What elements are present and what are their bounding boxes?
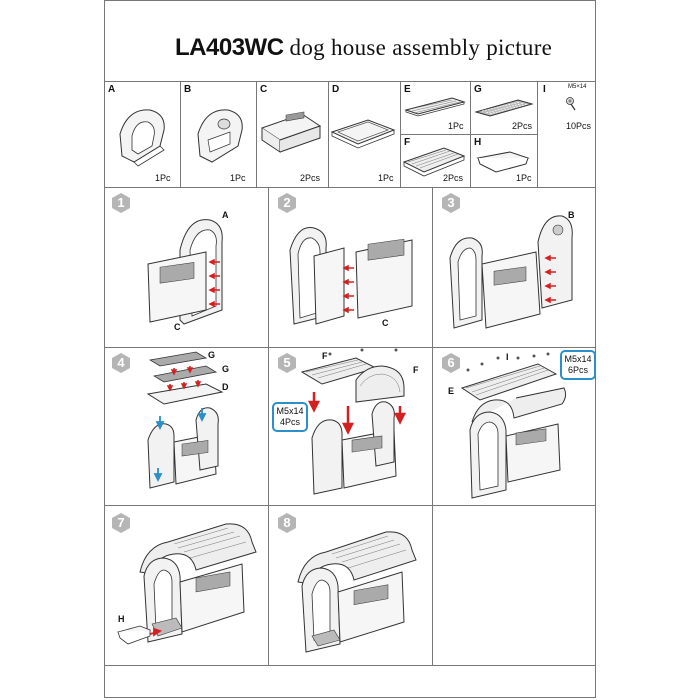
step-badge-2 bbox=[278, 193, 296, 213]
part-c-letter: C bbox=[260, 84, 268, 95]
model-number: LA403WC bbox=[175, 34, 284, 61]
title-description: dog house assembly picture bbox=[289, 35, 553, 60]
step-number-4: 4 bbox=[117, 355, 125, 370]
step-6-callout-spec: M5x14 bbox=[564, 354, 592, 364]
grid-line bbox=[470, 81, 471, 187]
step-number-1: 1 bbox=[117, 195, 125, 210]
step-6-screw-callout: M5x14 6Pcs bbox=[560, 350, 596, 380]
part-a-front-panel-drawing bbox=[119, 109, 165, 167]
step-badge-3 bbox=[442, 193, 460, 213]
step-number-5: 5 bbox=[283, 355, 291, 370]
part-c-qty: 2Pcs bbox=[300, 173, 321, 183]
step-number-2: 2 bbox=[283, 195, 291, 210]
part-b-letter: B bbox=[184, 84, 192, 95]
step-number-6: 6 bbox=[447, 355, 455, 370]
part-d-floor-drawing bbox=[330, 119, 396, 149]
step-5-callout-qty: 4Pcs bbox=[279, 417, 300, 427]
part-d-qty: 1Pc bbox=[378, 173, 394, 183]
grid-line bbox=[400, 81, 401, 187]
grid-line bbox=[104, 505, 596, 506]
part-h-letter: H bbox=[474, 137, 482, 148]
part-d-letter: D bbox=[332, 84, 340, 95]
part-e-roof-ridge-drawing bbox=[404, 97, 466, 117]
part-i-spec: M5×14 bbox=[568, 84, 587, 90]
step-number-7: 7 bbox=[117, 515, 125, 530]
grid-line bbox=[104, 347, 596, 348]
step-4-label-d: D bbox=[222, 382, 229, 392]
step-1-illustration bbox=[147, 219, 223, 325]
step-6-label-e: E bbox=[448, 386, 455, 396]
part-e-letter: E bbox=[404, 84, 411, 95]
step-3-label-b: B bbox=[568, 210, 575, 220]
grid-line bbox=[104, 187, 596, 188]
step-1-label-c: C bbox=[174, 322, 181, 332]
step-5-screw-callout: M5x14 4Pcs bbox=[272, 402, 308, 432]
step-badge-7 bbox=[112, 513, 130, 533]
step-1-label-a: A bbox=[222, 210, 229, 220]
part-g-letter: G bbox=[474, 84, 482, 95]
part-e-qty: 1Pc bbox=[448, 121, 464, 131]
step-5-label-f-right: F bbox=[413, 365, 419, 375]
grid-line bbox=[256, 81, 257, 187]
part-b-back-panel-drawing bbox=[197, 109, 243, 163]
part-a-qty: 1Pc bbox=[155, 173, 171, 183]
grid-line bbox=[432, 187, 433, 505]
grid-line bbox=[537, 81, 538, 187]
grid-line bbox=[328, 81, 329, 187]
step-8-illustration bbox=[297, 531, 417, 653]
step-badge-1 bbox=[112, 193, 130, 213]
step-badge-8 bbox=[278, 513, 296, 533]
step-4-label-g-top: G bbox=[208, 350, 216, 360]
step-7-illustration bbox=[116, 523, 257, 645]
grid-line bbox=[180, 81, 181, 187]
step-2-label-c: C bbox=[382, 318, 389, 328]
part-i-letter: I bbox=[543, 84, 546, 95]
step-badge-6 bbox=[442, 353, 460, 373]
step-4-label-g-bottom: G bbox=[222, 364, 230, 374]
step-5-callout-spec: M5x14 bbox=[276, 406, 304, 416]
step-badge-4 bbox=[112, 353, 130, 373]
step-number-8: 8 bbox=[283, 515, 291, 530]
part-i-qty: 10Pcs bbox=[566, 121, 592, 131]
grid-line bbox=[104, 81, 596, 82]
step-5-illustration bbox=[300, 348, 407, 495]
step-2-illustration bbox=[289, 226, 413, 325]
step-6-illustration bbox=[460, 352, 567, 499]
step-4-illustration bbox=[146, 351, 224, 489]
step-badge-5 bbox=[278, 353, 296, 373]
step-5-label-f-left: F bbox=[322, 351, 328, 361]
step-number-3: 3 bbox=[447, 195, 455, 210]
grid-line bbox=[400, 134, 537, 135]
part-f-qty: 2Pcs bbox=[443, 173, 464, 183]
part-g-floor-grid-drawing bbox=[474, 99, 534, 117]
grid-line bbox=[104, 665, 596, 666]
part-a-letter: A bbox=[108, 84, 116, 95]
screw-icon bbox=[566, 97, 576, 111]
grid-line bbox=[432, 505, 433, 665]
part-f-letter: F bbox=[404, 137, 411, 148]
grid-line bbox=[268, 505, 269, 665]
part-h-tray-drawing bbox=[476, 151, 530, 173]
step-7-label-h: H bbox=[118, 614, 125, 624]
part-f-roof-panel-drawing bbox=[402, 147, 466, 177]
part-c-side-panel-drawing bbox=[260, 111, 322, 153]
step-6-callout-qty: 6Pcs bbox=[567, 365, 588, 375]
part-g-qty: 2Pcs bbox=[512, 121, 533, 131]
step-3-illustration bbox=[449, 215, 573, 329]
part-b-qty: 1Pc bbox=[230, 173, 246, 183]
part-h-qty: 1Pc bbox=[516, 173, 532, 183]
grid-line bbox=[268, 187, 269, 505]
step-6-label-i: I bbox=[506, 352, 509, 362]
